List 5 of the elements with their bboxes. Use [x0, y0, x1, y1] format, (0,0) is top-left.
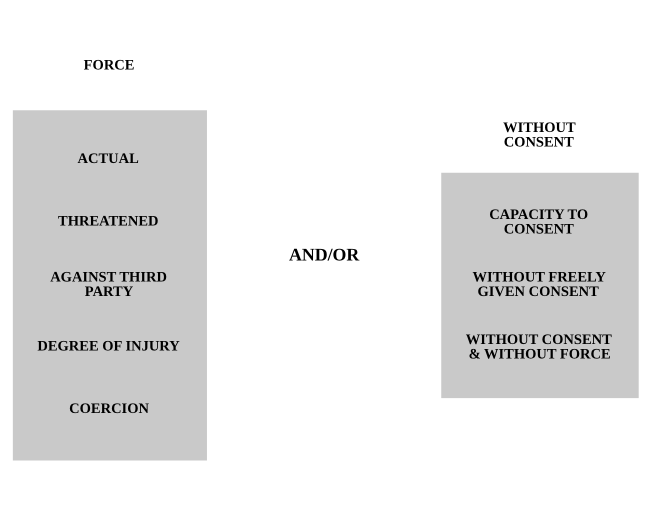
label: AND/OR: [288, 244, 360, 264]
node-box: CAPACITY TO CONSENT WITHOUT FREELY GIVEN CONSENT WITHOUT CONSENT & WITHOUT FORCE: [441, 172, 639, 398]
node-label: FORCE: [84, 56, 134, 73]
node-label: WITHOUT CONSENT: [503, 119, 576, 150]
node-box: ACTUAL THREATENED AGAINST THIRD PARTY DEGREE OF INJURY COERCION: [12, 110, 207, 460]
